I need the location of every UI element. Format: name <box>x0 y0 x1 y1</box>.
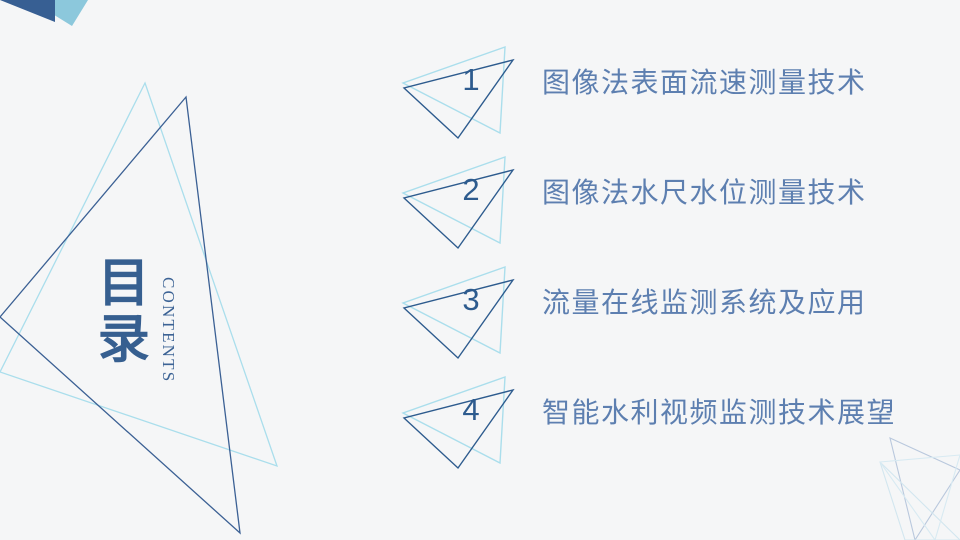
list-item-number: 4 <box>462 392 480 427</box>
list-item[interactable]: 1 图像法表面流速测量技术 <box>398 40 938 150</box>
corner-light-triangle <box>30 0 88 26</box>
corner-dark-triangle <box>0 0 55 22</box>
list-item-label[interactable]: 智能水利视频监测技术展望 <box>542 398 897 429</box>
list-item-label[interactable]: 图像法表面流速测量技术 <box>542 68 867 99</box>
list-item[interactable]: 2 图像法水尺水位测量技术 <box>398 150 938 260</box>
slide-title-block: 目录 CONTENTS <box>88 255 258 415</box>
list-item-label[interactable]: 流量在线监测系统及应用 <box>542 288 867 319</box>
list-item-number: 1 <box>462 62 480 97</box>
page-title: 目录 <box>89 255 147 367</box>
list-item-number: 2 <box>462 172 480 207</box>
list-item[interactable]: 4 智能水利视频监测技术展望 <box>398 370 938 480</box>
page-title-english: CONTENTS <box>159 277 179 384</box>
list-item[interactable]: 3 流量在线监测系统及应用 <box>398 260 938 370</box>
list-item-label[interactable]: 图像法水尺水位测量技术 <box>542 178 867 209</box>
list-item-number: 3 <box>462 282 480 317</box>
contents-list: 1 图像法表面流速测量技术 2 图像法水尺水位测量技术 3 流量在线监测系统及应… <box>398 40 938 500</box>
